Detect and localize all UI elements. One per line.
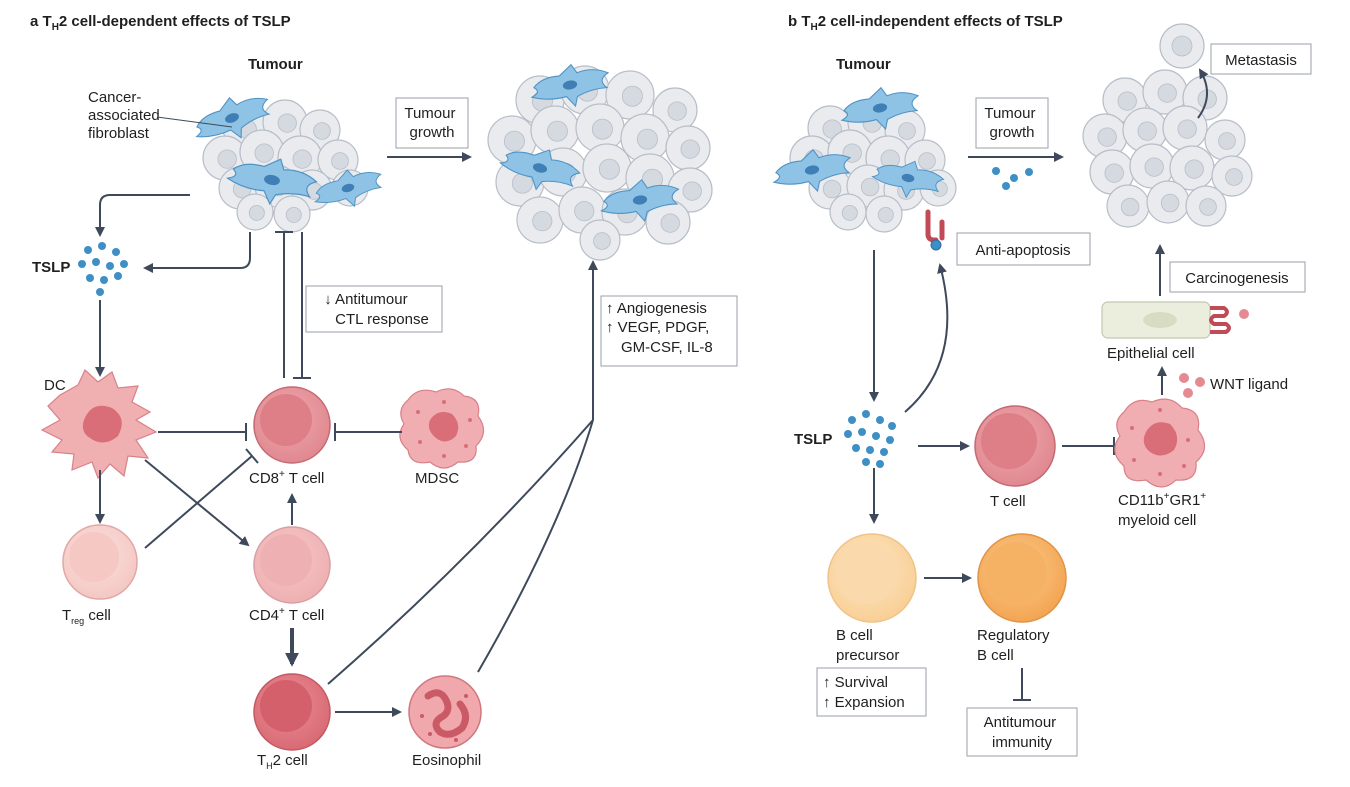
fibroblast [498, 149, 581, 191]
fibroblast [530, 63, 610, 108]
tslp-dots-growth [992, 167, 1033, 190]
fibroblast [772, 148, 852, 193]
tslp-receptor [925, 209, 945, 251]
tumour-cell [1211, 155, 1253, 197]
metastasis-arrow [1197, 68, 1209, 119]
survival-label: ↑ Survival ↑ Expansion [823, 674, 905, 711]
tumour-cell [1106, 184, 1150, 228]
panel-a-title: a TH2 cell-dependent effects of TSLP [30, 13, 291, 33]
tumour-cell [582, 143, 632, 193]
epithelial-label: Epithelial cell [1107, 345, 1195, 362]
b-precursor-label: B cell precursor [836, 627, 899, 664]
metastatic-cell [1159, 23, 1205, 69]
fibroblast [600, 178, 680, 223]
tumour-cell [1185, 185, 1227, 227]
th2-cell [253, 673, 331, 751]
th2-label: TH2 cell [257, 752, 308, 771]
ctl-response-label: ↓ Antitumour CTL response [324, 291, 429, 328]
epithelial-cell [1101, 301, 1249, 339]
t-cell-b [974, 405, 1056, 487]
caf-label: Cancer- associated fibroblast [88, 89, 164, 142]
tumour-cell [1146, 180, 1190, 224]
tumour-cell [605, 70, 655, 120]
tumour-cell [829, 193, 867, 231]
angiogenesis-box [600, 295, 738, 367]
survival-box [816, 667, 927, 717]
tumour-large-a [487, 63, 713, 261]
myeloid-label: CD11b+GR1+ myeloid cell [1118, 486, 1210, 529]
angiogenesis-label: ↑ Angiogenesis ↑ VEGF, PDGF, GM-CSF, IL-… [606, 300, 714, 356]
t-cell-label-b: T cell [990, 493, 1026, 510]
treg-label: Treg cell [62, 607, 111, 626]
tumour-cell [667, 167, 713, 213]
dc-cell [40, 369, 158, 480]
metastasis-label: Metastasis [1225, 52, 1297, 69]
cd4-label: CD4+ T cell [249, 606, 324, 624]
tumour-cell [645, 199, 691, 245]
caf-pointer [156, 116, 233, 128]
tumour-cell [665, 125, 711, 171]
tumour-growth-box-b [975, 97, 1049, 149]
tumour-cell [579, 219, 621, 261]
tslp-label-a: TSLP [32, 259, 70, 276]
carcinogenesis-box [1169, 261, 1306, 293]
mdsc-label: MDSC [415, 470, 459, 487]
tumour-large-b [1082, 69, 1253, 228]
b-cell-precursor [827, 533, 917, 623]
tumour-cell [652, 87, 698, 133]
wnt-label: WNT ligand [1210, 376, 1288, 393]
tumour-growth-label-a: Tumour growth [404, 105, 459, 141]
tumour-growth-label-b: Tumour growth [984, 105, 1039, 141]
tumour-mass-b [772, 86, 957, 233]
anti-apoptosis-label: Anti-apoptosis [975, 242, 1070, 259]
tslp-to-anti-apoptosis-arrow [904, 263, 949, 413]
eosinophil-to-angiogenesis-line [477, 419, 594, 673]
tslp-dots-b [844, 410, 896, 468]
panel-b-title: b TH2 cell-independent effects of TSLP [788, 13, 1063, 33]
cd4-t-cell [253, 526, 331, 604]
tumour-tslp-return-arrow [143, 232, 251, 273]
fibroblast [840, 86, 920, 131]
metastasis-box [1210, 43, 1312, 75]
eosinophil-cell [408, 675, 482, 749]
tumour-mass-a [195, 97, 383, 233]
carcinogenesis-label: Carcinogenesis [1185, 270, 1288, 287]
fibroblast [226, 158, 318, 206]
tumour-to-tslp-arrow [95, 194, 190, 237]
ctl-response-box [305, 285, 443, 333]
tumour-cell [273, 195, 311, 233]
myeloid-cell [1114, 398, 1206, 488]
tslp-dots-a [78, 242, 128, 296]
tumour-cell [516, 196, 564, 244]
regulatory-b-cell [977, 533, 1067, 623]
tumour-growth-box-a [395, 97, 469, 149]
mdsc-cell [399, 388, 485, 469]
tumour-cell [865, 195, 903, 233]
eosinophil-label: Eosinophil [412, 752, 481, 769]
fibroblast [313, 169, 383, 208]
anti-apoptosis-box [956, 232, 1091, 266]
treg-inhibit-cd8-line [144, 455, 253, 549]
breg-label: Regulatory B cell [977, 627, 1054, 664]
tumour-cell [530, 105, 580, 155]
wnt-ligand-dots [1179, 373, 1205, 398]
cd8-label: CD8+ T cell [249, 469, 324, 487]
fibroblast [195, 97, 271, 139]
tumour-label-b: Tumour [836, 56, 891, 73]
treg-cell [62, 524, 138, 600]
th2-to-angiogenesis-line [327, 419, 594, 685]
cd8-t-cell [253, 386, 331, 464]
immunity-box [966, 707, 1078, 757]
dc-label: DC [44, 377, 66, 394]
fibroblast [871, 160, 945, 199]
immunity-label: Antitumour immunity [984, 714, 1061, 751]
tumour-cell [236, 193, 274, 231]
tslp-label-b: TSLP [794, 431, 832, 448]
tumour-label-a: Tumour [248, 56, 303, 73]
tumour-cell [1142, 69, 1188, 115]
tumour-cell [1204, 119, 1246, 161]
